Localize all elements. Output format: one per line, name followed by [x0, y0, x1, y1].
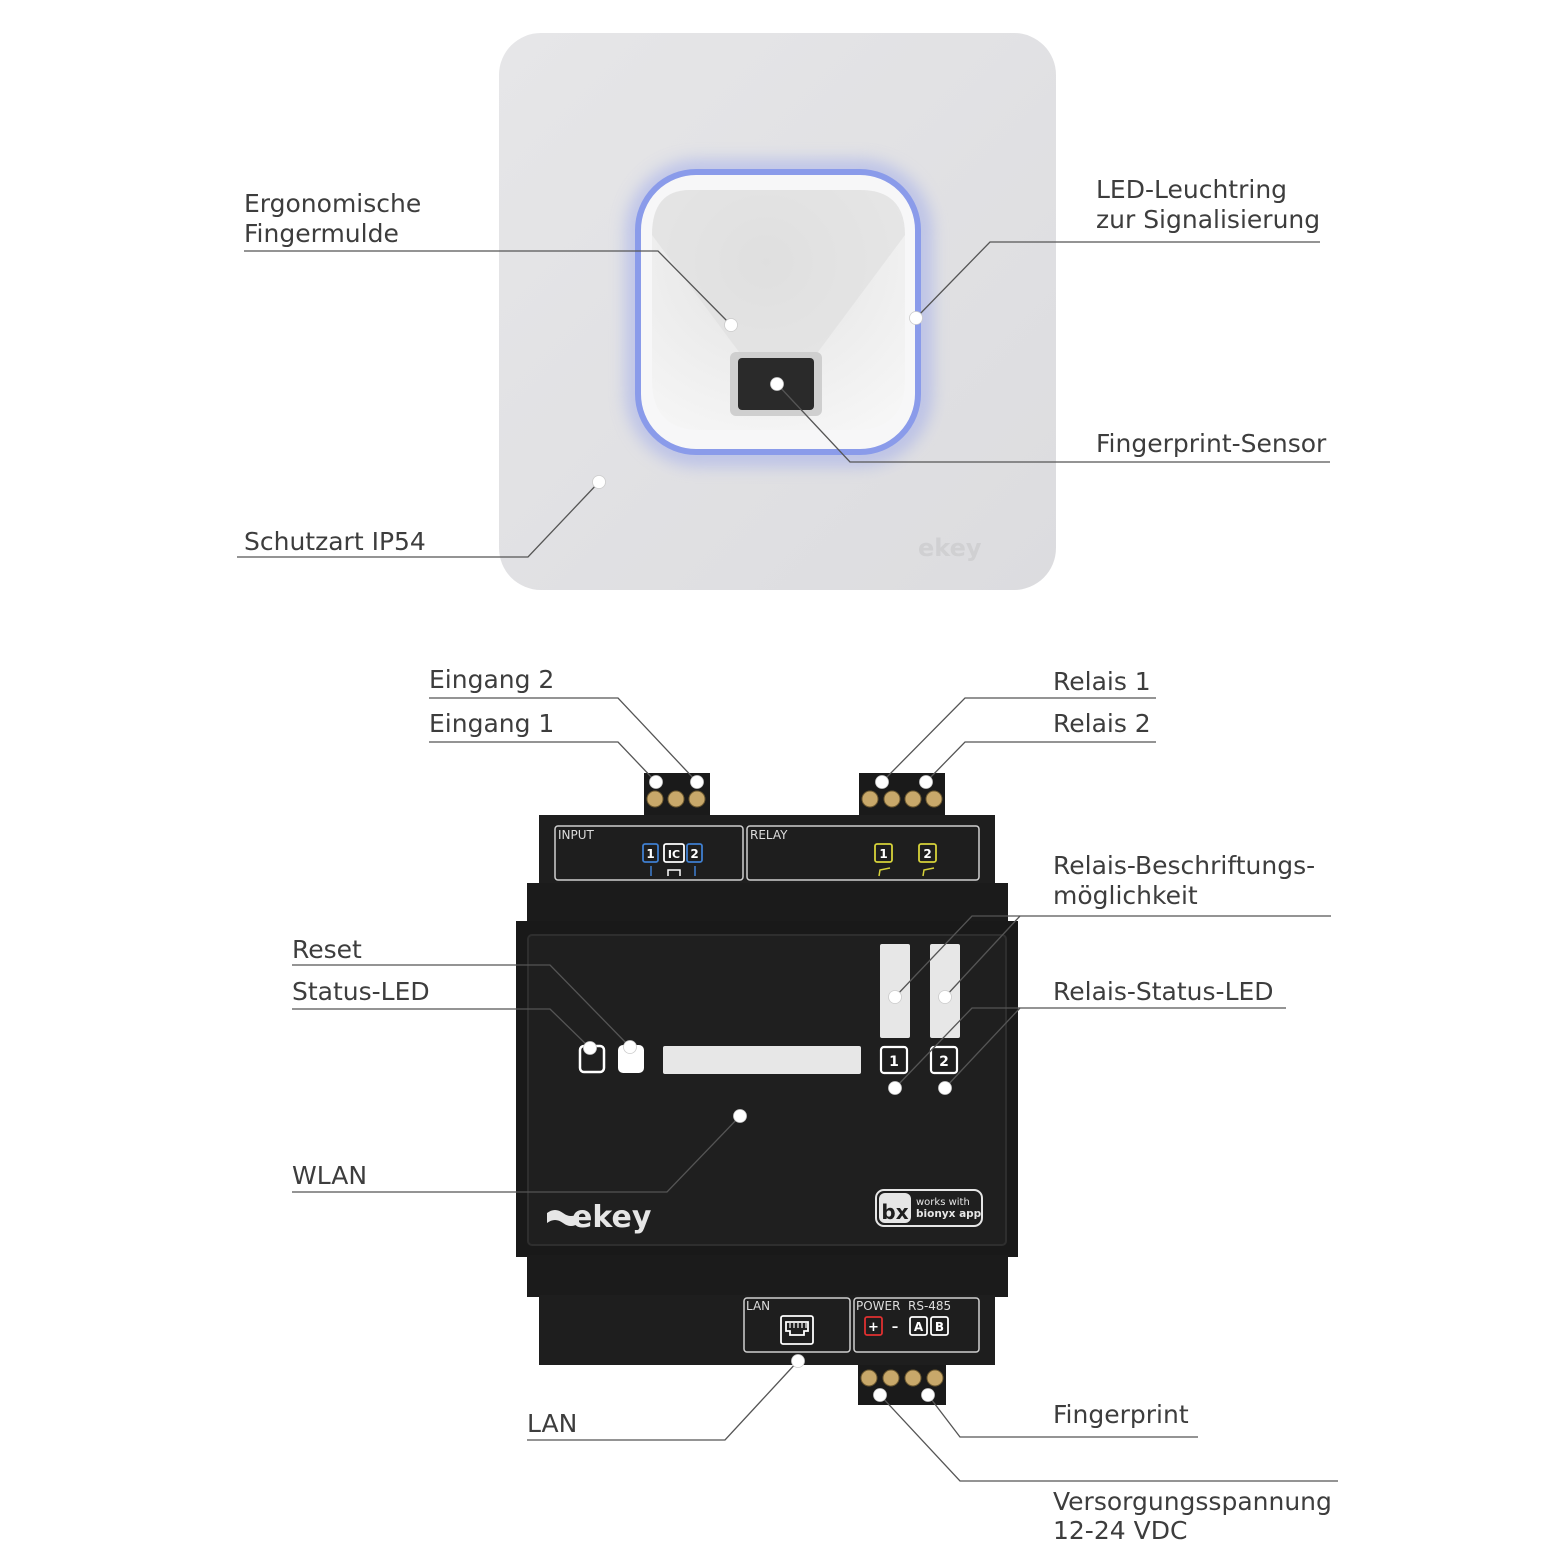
svg-text:A: A	[914, 1320, 924, 1334]
bionyx-badge: bx works with bionyx app	[875, 1189, 983, 1227]
reader-leader-dots	[592, 311, 923, 489]
lan-panel-label: LAN	[746, 1299, 770, 1313]
label-led-ring-1: LED-Leuchtring	[1096, 175, 1288, 204]
label-versorgung-1: Versorgungsspannung	[1053, 1487, 1332, 1516]
relay-status-led-marks: 1 2	[879, 1045, 959, 1075]
controller-leader-dots	[583, 775, 952, 1402]
svg-text:IC: IC	[668, 848, 680, 861]
label-sensor: Fingerprint-Sensor	[1096, 429, 1327, 458]
input-terminal-screws	[646, 790, 706, 808]
label-relais-beschriftung-2: möglichkeit	[1053, 881, 1198, 910]
svg-text:ekey: ekey	[572, 1200, 652, 1235]
power-panel	[853, 1297, 980, 1353]
relay-terminal-marks: 1 2	[874, 843, 937, 877]
svg-text:works with: works with	[916, 1197, 970, 1208]
reader-brand-logo: ekey	[918, 534, 982, 562]
relay-panel	[746, 825, 980, 881]
input-terminal-marks: 1 IC 2	[642, 843, 703, 876]
relay-panel-label: RELAY	[750, 828, 788, 842]
label-reset: Reset	[292, 935, 362, 964]
power-terminal-screws	[860, 1369, 944, 1387]
label-versorgung-2: 12-24 VDC	[1053, 1516, 1188, 1545]
finger-groove-shadow	[652, 190, 905, 360]
label-lan: LAN	[527, 1409, 578, 1438]
label-wlan: WLAN	[292, 1161, 368, 1190]
label-strip	[663, 1046, 861, 1074]
svg-text:B: B	[935, 1320, 944, 1334]
controller-bottom-section	[539, 1295, 995, 1365]
label-relais-1: Relais 1	[1053, 667, 1151, 696]
label-relais-status-led: Relais-Status-LED	[1053, 977, 1274, 1006]
svg-text:1: 1	[889, 1054, 899, 1070]
svg-text:+: +	[868, 1320, 879, 1335]
controller-lower-step	[527, 1255, 1008, 1297]
controller-brand-logo: ekey	[547, 1200, 652, 1235]
lan-panel	[743, 1297, 851, 1353]
relay-terminal-screws	[861, 790, 943, 808]
power-panel-label: POWER	[856, 1299, 900, 1313]
svg-text:2: 2	[939, 1054, 949, 1070]
label-protection: Schutzart IP54	[244, 527, 426, 556]
rs485-panel-label: RS-485	[908, 1299, 951, 1313]
reader-leaders	[237, 241, 1330, 558]
label-status-led: Status-LED	[292, 977, 430, 1006]
label-led-ring-2: zur Signalisierung	[1096, 205, 1321, 234]
controller-upper-step	[527, 883, 1008, 923]
svg-text:bionyx app: bionyx app	[916, 1208, 982, 1220]
input-panel-label: INPUT	[558, 828, 595, 842]
label-relais-2: Relais 2	[1053, 709, 1151, 738]
svg-text:bx: bx	[881, 1200, 908, 1224]
svg-text:–: –	[892, 1320, 899, 1335]
svg-text:1: 1	[879, 847, 887, 861]
label-eingang-1: Eingang 1	[429, 709, 555, 738]
controller-leaders	[292, 697, 1338, 1482]
svg-text:2: 2	[923, 847, 931, 861]
label-finger-groove-2: Fingermulde	[244, 219, 399, 248]
label-eingang-2: Eingang 2	[429, 665, 555, 694]
svg-text:1: 1	[646, 847, 654, 861]
power-terminal-marks: + – A B	[864, 1316, 949, 1336]
lan-port-icon	[780, 1315, 814, 1345]
label-fingerprint: Fingerprint	[1053, 1400, 1189, 1429]
svg-text:2: 2	[690, 847, 698, 861]
reader-illustration: ekey	[237, 33, 1330, 590]
input-panel	[554, 825, 744, 881]
label-relais-beschriftung-1: Relais-Beschriftungs-	[1053, 851, 1316, 880]
label-finger-groove-1: Ergonomische	[244, 189, 422, 218]
